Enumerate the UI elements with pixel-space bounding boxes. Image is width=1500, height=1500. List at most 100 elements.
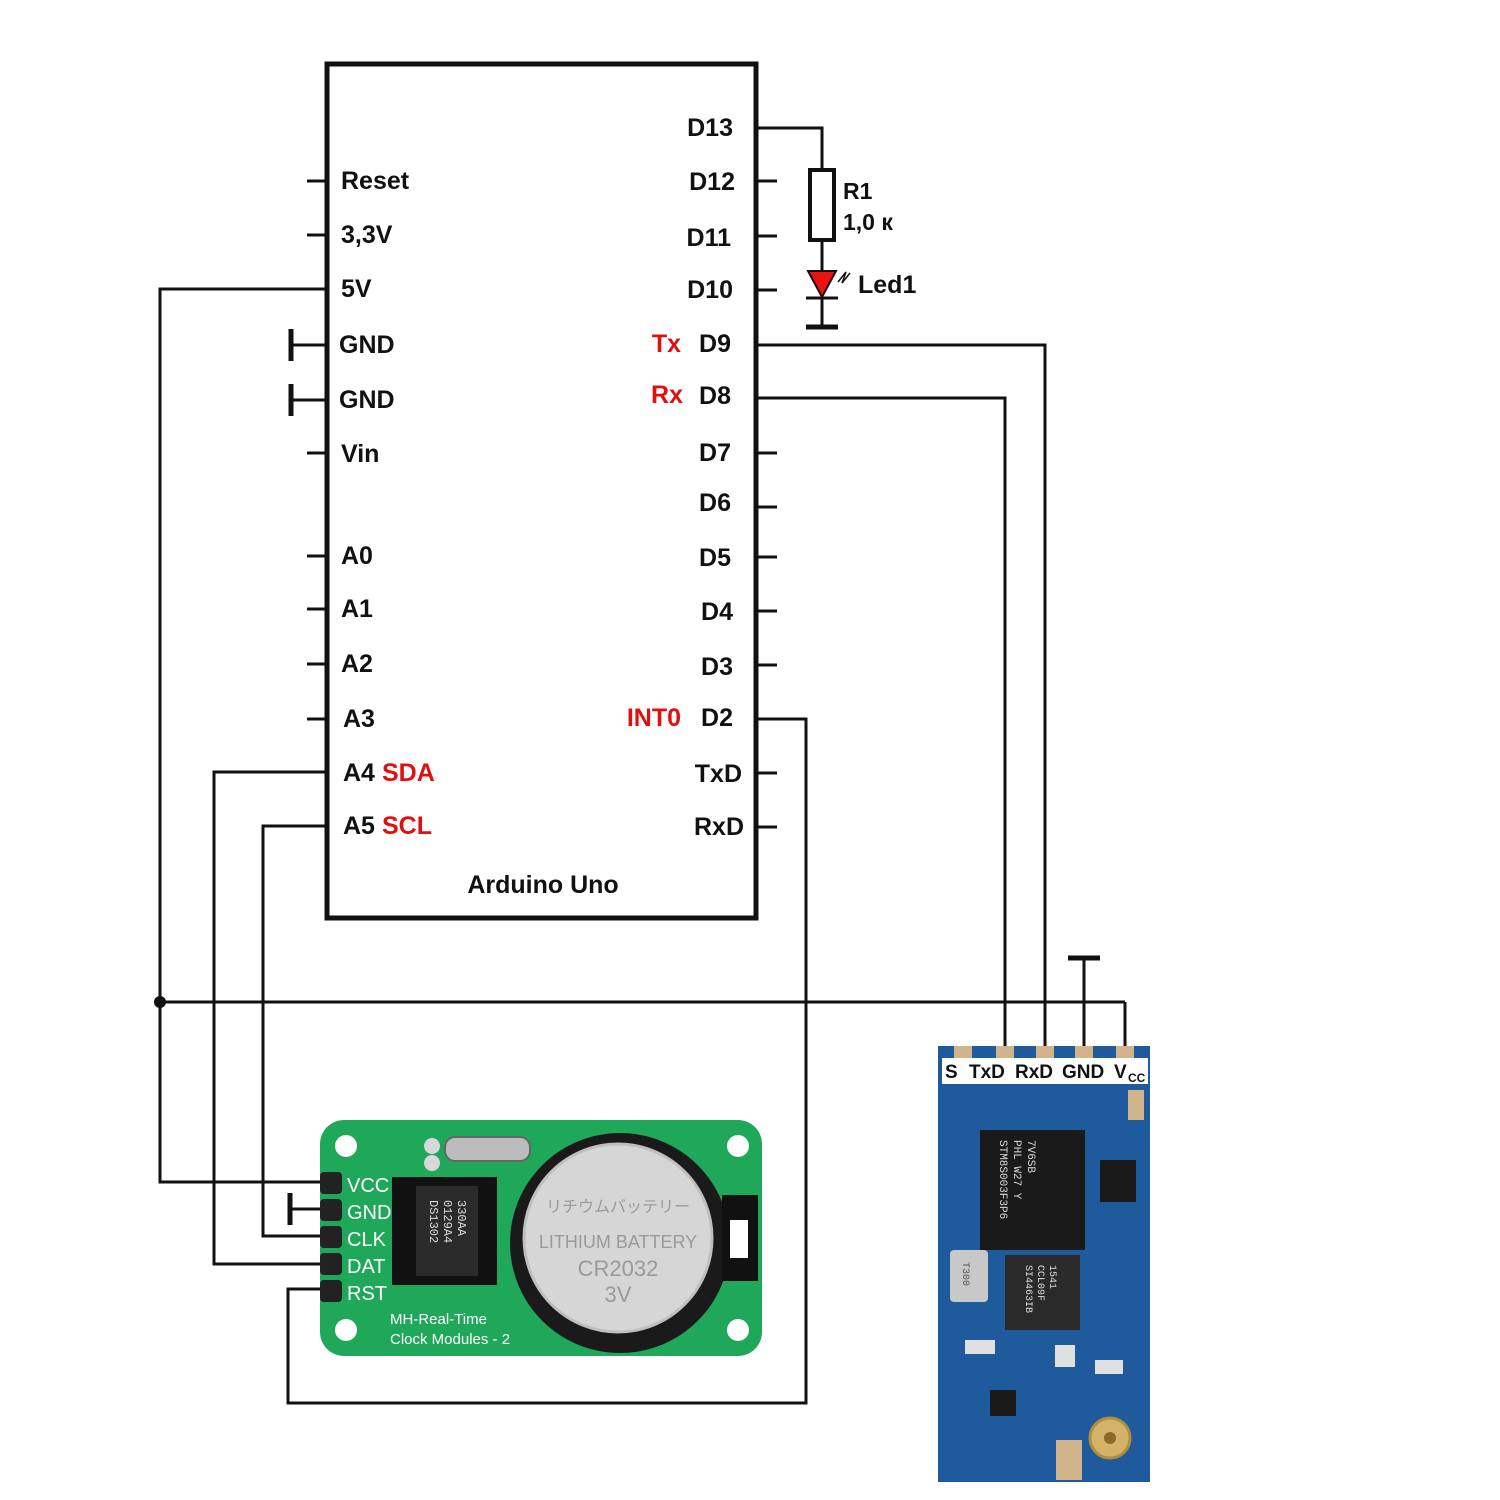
- pin-label-a5: A5: [343, 812, 375, 840]
- pin-label-a0: A0: [341, 542, 373, 570]
- hc12-rf-line-2: CCL09F: [1034, 1265, 1045, 1301]
- hc12-antenna-pad: [1056, 1440, 1082, 1480]
- arduino-uno: Arduino Uno Reset 3,3V 5V GND GND Vin A0…: [288, 61, 777, 921]
- rtc-module: VCC GND CLK DAT RST DS1302 0129A4 330AA …: [320, 1120, 762, 1356]
- rtc-battery-voltage: 3V: [605, 1282, 632, 1307]
- pin-function-scl: SCL: [382, 812, 432, 840]
- hc12-mcu-line-3: 7V6SB: [1024, 1140, 1036, 1173]
- hc12-rf-line-1: SI4463IB: [1022, 1265, 1033, 1313]
- pin-label-a1: A1: [341, 595, 373, 623]
- rtc-battery-type: CR2032: [578, 1256, 659, 1281]
- hc12-rf-line-3: 1541: [1046, 1265, 1057, 1289]
- hc12-component: [1095, 1360, 1123, 1374]
- hc12-pin-txd: TxD: [969, 1062, 1005, 1083]
- rtc-caption-1: MH-Real-Time: [390, 1311, 487, 1328]
- rtc-chip-marking: DS1302 0129A4 330AA: [426, 1200, 468, 1243]
- pin-function-rx: Rx: [651, 381, 683, 409]
- resistor-ref: R1: [843, 178, 873, 204]
- hc12-mcu-line-2: PHL W27 Y: [1010, 1140, 1022, 1200]
- pin-label-rxd: RxD: [694, 813, 744, 841]
- wire-scl-clk: [261, 824, 322, 1238]
- rtc-header-pin: [320, 1172, 342, 1194]
- hc12-pads: [954, 1046, 1134, 1058]
- rtc-pin-vcc: VCC: [347, 1175, 389, 1197]
- rtc-header: [320, 1172, 342, 1302]
- hc12-mcu-marking: STM8S003F3P6 PHL W27 Y 7V6SB: [996, 1140, 1036, 1219]
- hc12-pad: [996, 1046, 1014, 1058]
- wires: [154, 287, 1127, 1405]
- wire-int0-rst: [286, 717, 808, 1405]
- pin-function-tx: Tx: [652, 330, 681, 358]
- rtc-mount-hole-bl: [335, 1319, 357, 1341]
- hc12-rf-chip: [1005, 1255, 1080, 1330]
- hc12-pin-rxd: RxD: [1015, 1062, 1053, 1083]
- rtc-header-pin: [320, 1226, 342, 1248]
- hc12-label-strip: [942, 1058, 1148, 1084]
- pin-label-a4: A4: [343, 759, 375, 787]
- led-ref: Led1: [858, 271, 916, 299]
- left-pin-stubs: [291, 179, 327, 828]
- hc12-mcu: [980, 1130, 1085, 1250]
- hc12-rf-marking: SI4463IB CCL09F 1541: [1022, 1265, 1057, 1313]
- hc12-pin-gnd: GND: [1062, 1062, 1104, 1083]
- pin-function-sda: SDA: [382, 759, 435, 787]
- pin-label-d10: D10: [687, 276, 733, 304]
- hc12-module: S TxD RxD GND V CC STM8S003F3P6 PHL W27 …: [938, 1046, 1150, 1482]
- rtc-pin-gnd: GND: [347, 1202, 391, 1224]
- hc12-component: [990, 1390, 1016, 1416]
- rtc-crystal-pad: [424, 1138, 440, 1154]
- rtc-pin-clk: CLK: [347, 1229, 387, 1251]
- hc12-crystal-line: T300: [959, 1262, 970, 1286]
- pin-label-txd: TxD: [695, 760, 742, 788]
- rtc-crystal: [444, 1136, 531, 1162]
- pin-label-d2: D2: [701, 704, 733, 732]
- wire-tx-rxd: [756, 343, 1047, 1047]
- pin-label-5v: 5V: [341, 275, 372, 303]
- hc12-pad: [954, 1046, 972, 1058]
- arduino-title: Arduino Uno: [467, 871, 618, 899]
- rtc-battery-line: LITHIUM BATTERY: [539, 1232, 697, 1252]
- pin-label-d7: D7: [699, 439, 731, 467]
- pin-label-gnd-1: GND: [339, 331, 395, 359]
- hc12-mcu-line-1: STM8S003F3P6: [996, 1140, 1008, 1219]
- rtc-chip-line-3: 330AA: [454, 1200, 468, 1237]
- wire-rx-txd: [756, 396, 1007, 1047]
- resistor-r1: R1 1,0 к: [756, 126, 893, 270]
- rtc-mount-hole-br: [727, 1319, 749, 1341]
- rtc-mount-hole-tr: [727, 1135, 749, 1157]
- hc12-pin-vcc: V: [1114, 1062, 1127, 1083]
- pin-label-d5: D5: [699, 544, 731, 572]
- rtc-chip-line-1: DS1302: [426, 1200, 440, 1243]
- rtc-crystal-pad: [424, 1155, 440, 1171]
- pin-label-d12: D12: [689, 168, 735, 196]
- led1: Led1: [806, 270, 916, 330]
- hc12-pad: [1116, 1046, 1134, 1058]
- hc12-pin-vcc-sub: CC: [1128, 1071, 1146, 1085]
- led-light-arrow-icon: [837, 271, 851, 284]
- junction-dot: [154, 996, 166, 1008]
- rtc-battery-jp: リチウムバッテリー: [546, 1198, 690, 1216]
- arduino-outline: [324, 61, 759, 921]
- wire-d13-resistor: [756, 126, 824, 170]
- hc12-antenna-center: [1104, 1432, 1116, 1444]
- pin-label-d8: D8: [699, 382, 731, 410]
- rtc-chip-line-2: 0129A4: [440, 1200, 454, 1243]
- pin-label-d3: D3: [701, 653, 733, 681]
- hc12-component: [1055, 1345, 1075, 1367]
- right-pin-stubs: [756, 179, 777, 829]
- hc12-crystal: [950, 1250, 988, 1302]
- rtc-caption-2: Clock Modules - 2: [390, 1331, 510, 1348]
- wire-5v: [158, 287, 322, 1184]
- pin-label-d4: D4: [701, 598, 733, 626]
- pin-label-a3: A3: [343, 705, 375, 733]
- hc12-component: [1128, 1090, 1144, 1120]
- pin-label-gnd-2: GND: [339, 386, 395, 414]
- rtc-battery-clip-inner: [730, 1220, 748, 1258]
- pin-label-a2: A2: [341, 650, 373, 678]
- rtc-pin-dat: DAT: [347, 1256, 386, 1278]
- rtc-header-pin: [320, 1253, 342, 1275]
- pin-function-int0: INT0: [627, 704, 681, 732]
- pin-label-vin: Vin: [341, 440, 379, 468]
- hc12-component: [1100, 1160, 1136, 1202]
